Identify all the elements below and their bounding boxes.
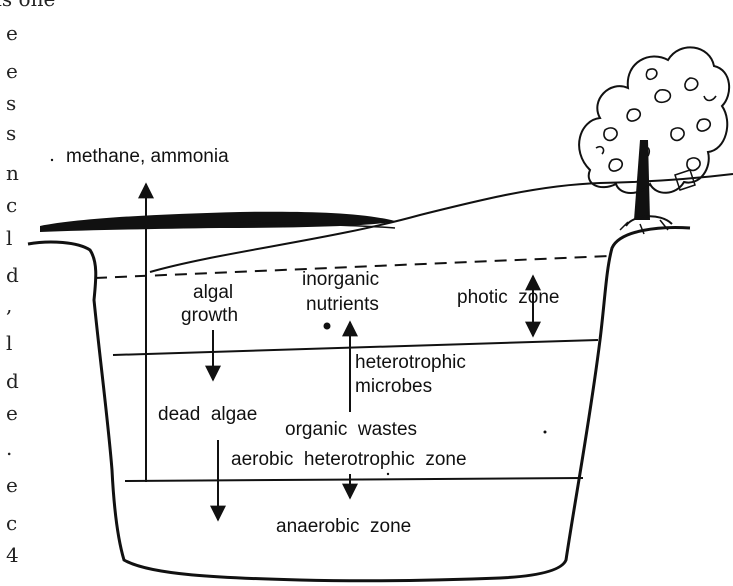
margin-glyph: s <box>6 91 16 115</box>
speck <box>51 159 53 161</box>
margin-glyph: , <box>6 293 12 317</box>
margin-glyph: e <box>6 473 18 497</box>
growth-label: growth <box>181 305 238 326</box>
nutrients-label: nutrients <box>306 294 379 315</box>
tree-illustration <box>579 47 729 234</box>
margin-glyph: e <box>6 59 18 83</box>
algal-label: algal <box>193 282 233 303</box>
margin-glyph: c <box>6 193 17 217</box>
anaerobic-boundary-line <box>125 478 583 481</box>
tree-trunk <box>634 140 650 220</box>
anaerobic-zone-label: anaerobic zone <box>276 516 411 537</box>
margin-glyph: c <box>6 511 17 535</box>
photic-zone-label: photic zone <box>457 287 559 308</box>
margin-text-column: e e s s n c l d , l d e . e c 4 <box>6 21 19 567</box>
margin-glyph: l <box>6 331 12 355</box>
margin-glyph: s <box>6 121 16 145</box>
heterotrophic-label: heterotrophic <box>355 352 466 373</box>
margin-glyph: d <box>6 369 19 393</box>
inorganic-label: inorganic <box>302 269 379 290</box>
margin-glyph: e <box>6 401 18 425</box>
margin-glyph: e <box>6 21 18 45</box>
header-fragment: as one <box>0 0 55 11</box>
methane-ammonia-label: methane, ammonia <box>66 146 229 167</box>
shoreline-marsh <box>40 212 395 232</box>
margin-glyph: 4 <box>6 543 19 567</box>
speck <box>544 431 547 434</box>
microbes-label: microbes <box>355 376 432 397</box>
nutrient-dot <box>324 323 331 330</box>
aerobic-zone-label: aerobic heterotrophic zone <box>231 449 467 470</box>
margin-glyph: l <box>6 226 12 250</box>
speck <box>387 473 389 475</box>
margin-glyph: d <box>6 263 19 287</box>
margin-glyph: . <box>6 436 12 460</box>
organic-wastes-label: organic wastes <box>285 419 417 440</box>
margin-glyph: n <box>6 161 19 185</box>
dead-algae-label: dead algae <box>158 404 257 425</box>
